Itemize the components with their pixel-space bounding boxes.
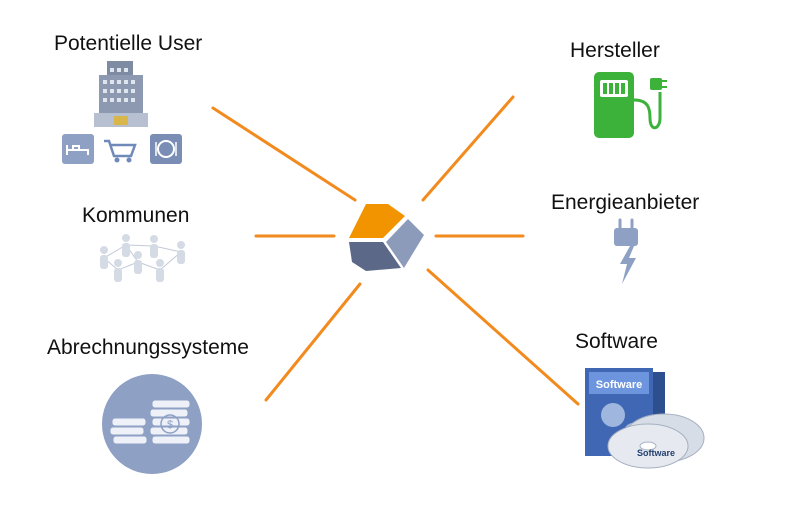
connector-manufacturers: [421, 95, 515, 202]
billing-systems-label: Abrechnungssysteme: [47, 336, 249, 359]
software-disc-label: Software: [637, 448, 675, 458]
manufacturers-label: Hersteller: [570, 39, 660, 62]
bed-icon: [62, 134, 94, 164]
cube-logo-icon: [349, 204, 424, 271]
software-box-label: Software: [596, 379, 642, 391]
software-label: Software: [575, 330, 658, 353]
coins-dollar-icon: $: [102, 374, 202, 474]
connector-software: [426, 268, 580, 406]
connector-potential-users: [211, 106, 357, 202]
software-box-icon: Software Software: [585, 368, 705, 469]
people-network-icon: [100, 234, 185, 282]
shopping-cart-icon: [104, 139, 137, 163]
municipalities-label: Kommunen: [82, 204, 190, 227]
power-plug-icon: [614, 218, 638, 284]
svg-text:$: $: [167, 419, 173, 431]
potential-users-label: Potentielle User: [54, 32, 203, 55]
charging-station-icon: [594, 72, 667, 138]
energy-providers-label: Energieanbieter: [551, 191, 700, 214]
hotel-building-icon: [94, 61, 148, 127]
connector-lines: [211, 95, 580, 406]
connector-billing-systems: [264, 282, 362, 402]
dining-plate-icon: [150, 134, 182, 164]
